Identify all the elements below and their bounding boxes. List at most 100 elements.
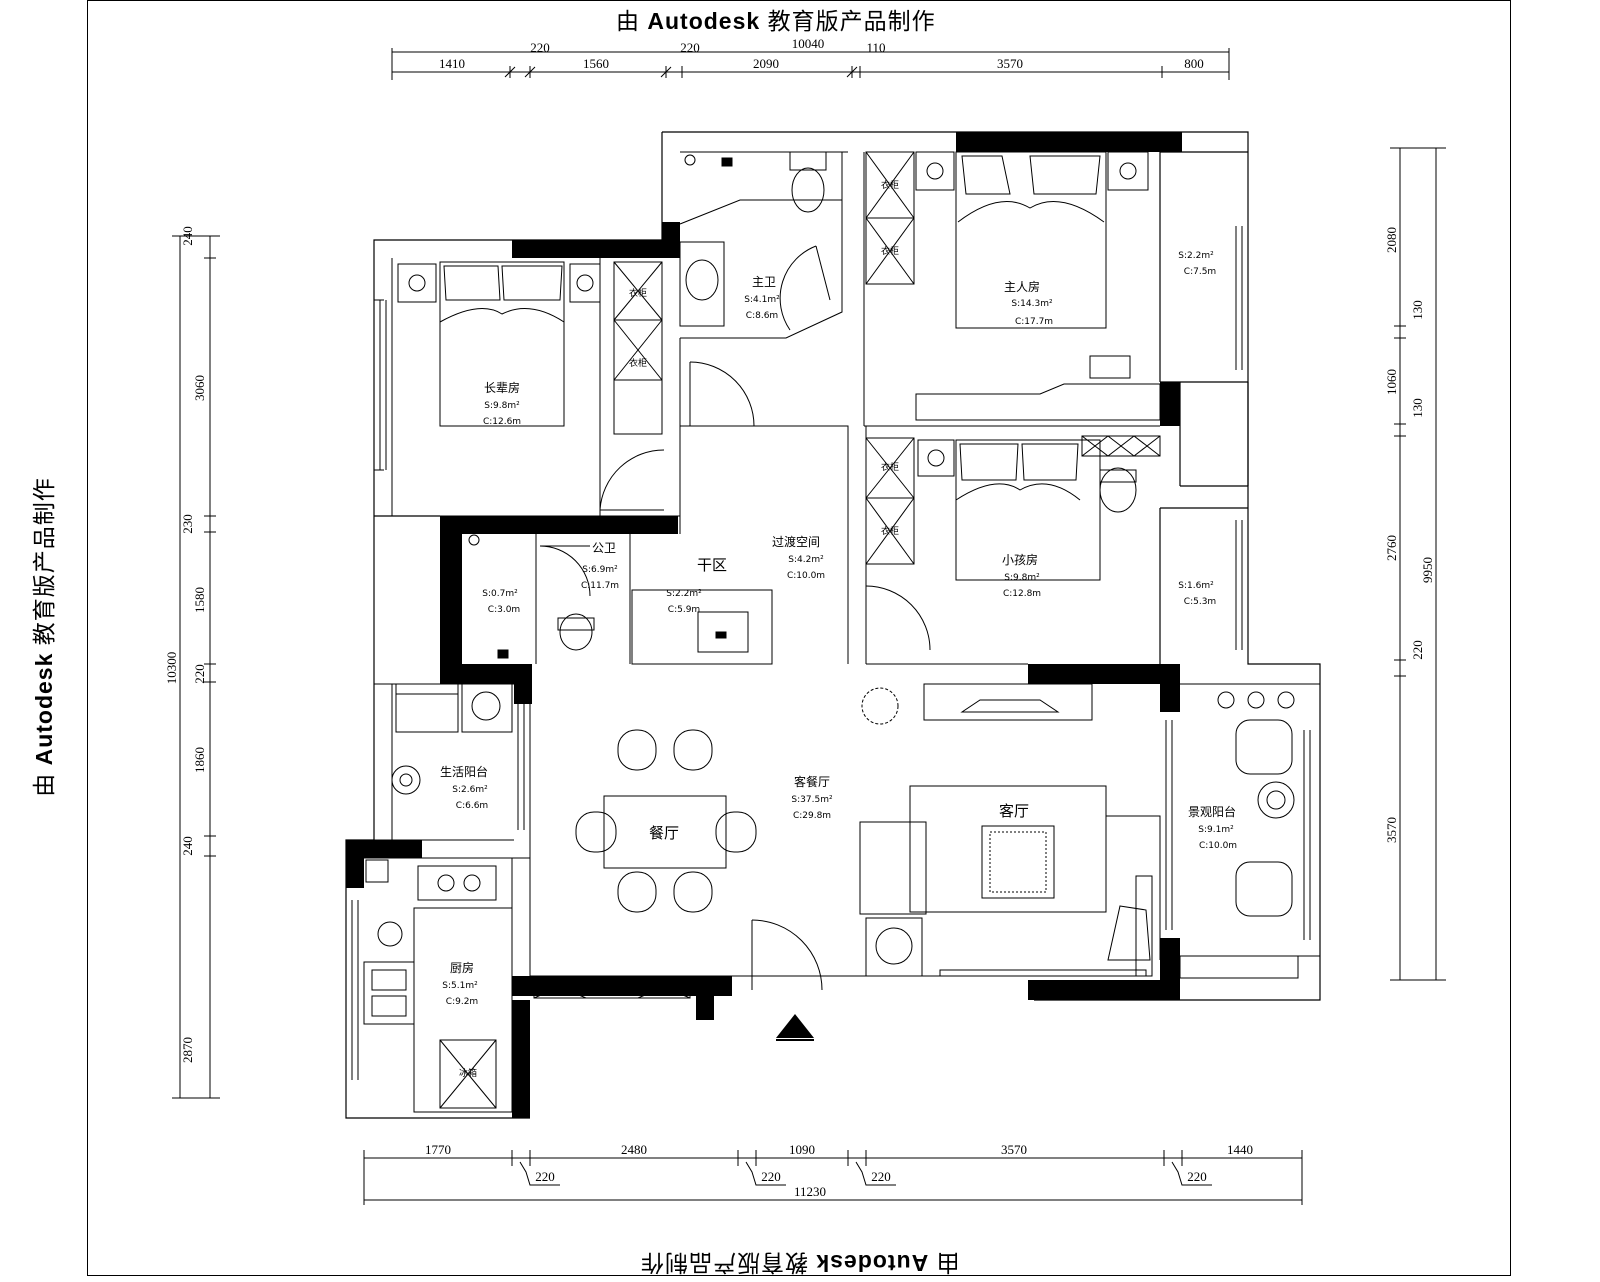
dim-right-seg-3: 1060: [1384, 369, 1399, 395]
entrance-marker: [776, 1014, 814, 1038]
label-elder-name: 长辈房: [484, 380, 520, 395]
drawing-frame: [87, 0, 1511, 1276]
kitchen-fixtures: [363, 859, 513, 1113]
dim-right-seg-6: 220: [1410, 640, 1425, 660]
label-public-wc-perim: C:11.7m: [581, 581, 619, 591]
dim-bottom-seg-3: 1090: [789, 1142, 815, 1157]
label-kitchen-name: 厨房: [450, 960, 474, 975]
dim-bottom-seg-4: 3570: [1001, 1142, 1027, 1157]
label-wardrobe-3: 衣柜: [629, 287, 647, 299]
dim-top-seg-6: 110: [866, 40, 885, 55]
dim-left-seg-1: 240: [180, 226, 195, 246]
label-master-name: 主人房: [1004, 279, 1040, 294]
label-living-dining-perim: C:29.8m: [793, 811, 831, 821]
dim-right-seg-7: 3570: [1384, 817, 1399, 843]
dim-left-seg-6: 1860: [192, 747, 207, 773]
label-storage-perim: C:3.0m: [488, 605, 520, 615]
label-leisure-name: 景观阳台: [1188, 804, 1236, 819]
nightstands: [397, 151, 1149, 477]
label-public-wc-name: 公卫: [592, 541, 616, 555]
dim-top-seg-2: 220: [530, 40, 550, 55]
label-closet-a-area: S:2.2m²: [1178, 251, 1214, 261]
dim-top-seg-8: 800: [1184, 56, 1204, 71]
label-elder-perim: C:12.6m: [483, 417, 521, 427]
label-transition-name: 过渡空间: [772, 534, 820, 549]
label-leisure-perim: C:10.0m: [1199, 841, 1237, 851]
dim-top-seg-7: 3570: [997, 56, 1023, 71]
dim-left-seg-8: 2870: [180, 1037, 195, 1063]
dim-top-seg-3: 1560: [583, 56, 609, 71]
elder-bed: [439, 261, 565, 427]
label-child-name: 小孩房: [1002, 552, 1038, 567]
label-public-wc-area: S:6.9m²: [582, 565, 618, 575]
dim-bottom-seg-1: 1770: [425, 1142, 451, 1157]
dim-top-seg-4: 220: [680, 40, 700, 55]
label-child-area: S:9.8m²: [1004, 573, 1040, 583]
dim-bottom-wall-2: 220: [761, 1169, 781, 1184]
label-wardrobe-1: 衣柜: [881, 179, 899, 191]
dim-left-total: 10300: [164, 652, 179, 685]
label-master-area: S:14.3m²: [1011, 299, 1053, 309]
dim-bottom-wall-1: 220: [535, 1169, 555, 1184]
right-dimension-chain: 2080 130 1060 130 2760 220 3570 9950: [1384, 147, 1446, 981]
dim-left-seg-3: 230: [180, 514, 195, 534]
label-closet-b-perim: C:5.3m: [1184, 597, 1216, 607]
wardrobes: [613, 151, 1161, 565]
label-shoe-cabinet: 鞋柜: [595, 981, 613, 993]
label-child-perim: C:12.8m: [1003, 589, 1041, 599]
leisure-balcony-set: [1179, 691, 1299, 979]
dim-top-total: 10040: [792, 36, 825, 51]
label-bath-main-name: 主卫: [752, 275, 776, 289]
bottom-dimension-chain: 1770 2480 1090 3570 1440 220 220 220 220…: [363, 1142, 1303, 1205]
living-set: [859, 683, 1161, 977]
label-bath-main-perim: C:8.6m: [746, 311, 778, 321]
top-dimension-chain: 10040 1410 220 1560 220 2090 110 3570 80…: [391, 36, 1230, 80]
label-transition-area: S:4.2m²: [788, 555, 824, 565]
dim-top-seg-1: 1410: [439, 56, 465, 71]
dim-bottom-total: 11230: [794, 1184, 826, 1199]
dim-left-seg-7: 240: [180, 836, 195, 856]
label-transition-perim: C:10.0m: [787, 571, 825, 581]
label-storage-area: S:0.7m²: [482, 589, 518, 599]
label-dry-perim: C:5.9m: [668, 605, 700, 615]
dim-right-total: 9950: [1420, 557, 1435, 583]
label-kitchen-perim: C:9.2m: [446, 997, 478, 1007]
dim-left-seg-5: 220: [192, 664, 207, 684]
label-master-perim: C:17.7m: [1015, 317, 1053, 327]
label-bath-main-area: S:4.1m²: [744, 295, 780, 305]
dim-right-seg-4: 130: [1410, 398, 1425, 418]
dim-left-seg-2: 3060: [192, 375, 207, 401]
label-utility-perim: C:6.6m: [456, 801, 488, 811]
windows: [351, 226, 1311, 1080]
label-elder-area: S:9.8m²: [484, 401, 520, 411]
interior-partitions: [364, 151, 1320, 977]
label-leisure-area: S:9.1m²: [1198, 825, 1234, 835]
label-utility-area: S:2.6m²: [452, 785, 488, 795]
desk: [915, 355, 1161, 421]
label-wardrobe-5: 衣柜: [881, 461, 899, 473]
label-wardrobe-6: 衣柜: [881, 525, 899, 537]
left-dimension-chain: 2870 240 1860 220 1580 230 3060 240 1030…: [164, 226, 220, 1099]
label-wardrobe-2: 衣柜: [881, 245, 899, 257]
label-living-dining-name: 客餐厅: [794, 774, 830, 789]
label-closet-b-area: S:1.6m²: [1178, 581, 1214, 591]
dim-bottom-wall-3: 220: [871, 1169, 891, 1184]
label-fridge: 冰箱: [459, 1067, 477, 1079]
master-bed: [955, 151, 1107, 329]
watermark-top: 由 Autodesk 教育版产品制作: [616, 8, 936, 34]
doors: [539, 245, 931, 991]
label-dry-area: S:2.2m²: [666, 589, 702, 599]
label-living-name: 客厅: [999, 802, 1029, 820]
dining-set: [575, 729, 757, 913]
dim-bottom-seg-2: 2480: [621, 1142, 647, 1157]
label-closet-a-perim: C:7.5m: [1184, 267, 1216, 277]
label-dining-name: 餐厅: [649, 824, 679, 842]
shoe-cabinet: [533, 975, 691, 999]
dim-right-seg-5: 2760: [1384, 535, 1399, 561]
child-bed: [955, 439, 1101, 581]
dim-right-seg-1: 2080: [1384, 227, 1399, 253]
utility-balcony-fixtures: [391, 683, 513, 795]
label-kitchen-area: S:5.1m²: [442, 981, 478, 991]
label-dry-name: 干区: [697, 556, 727, 574]
